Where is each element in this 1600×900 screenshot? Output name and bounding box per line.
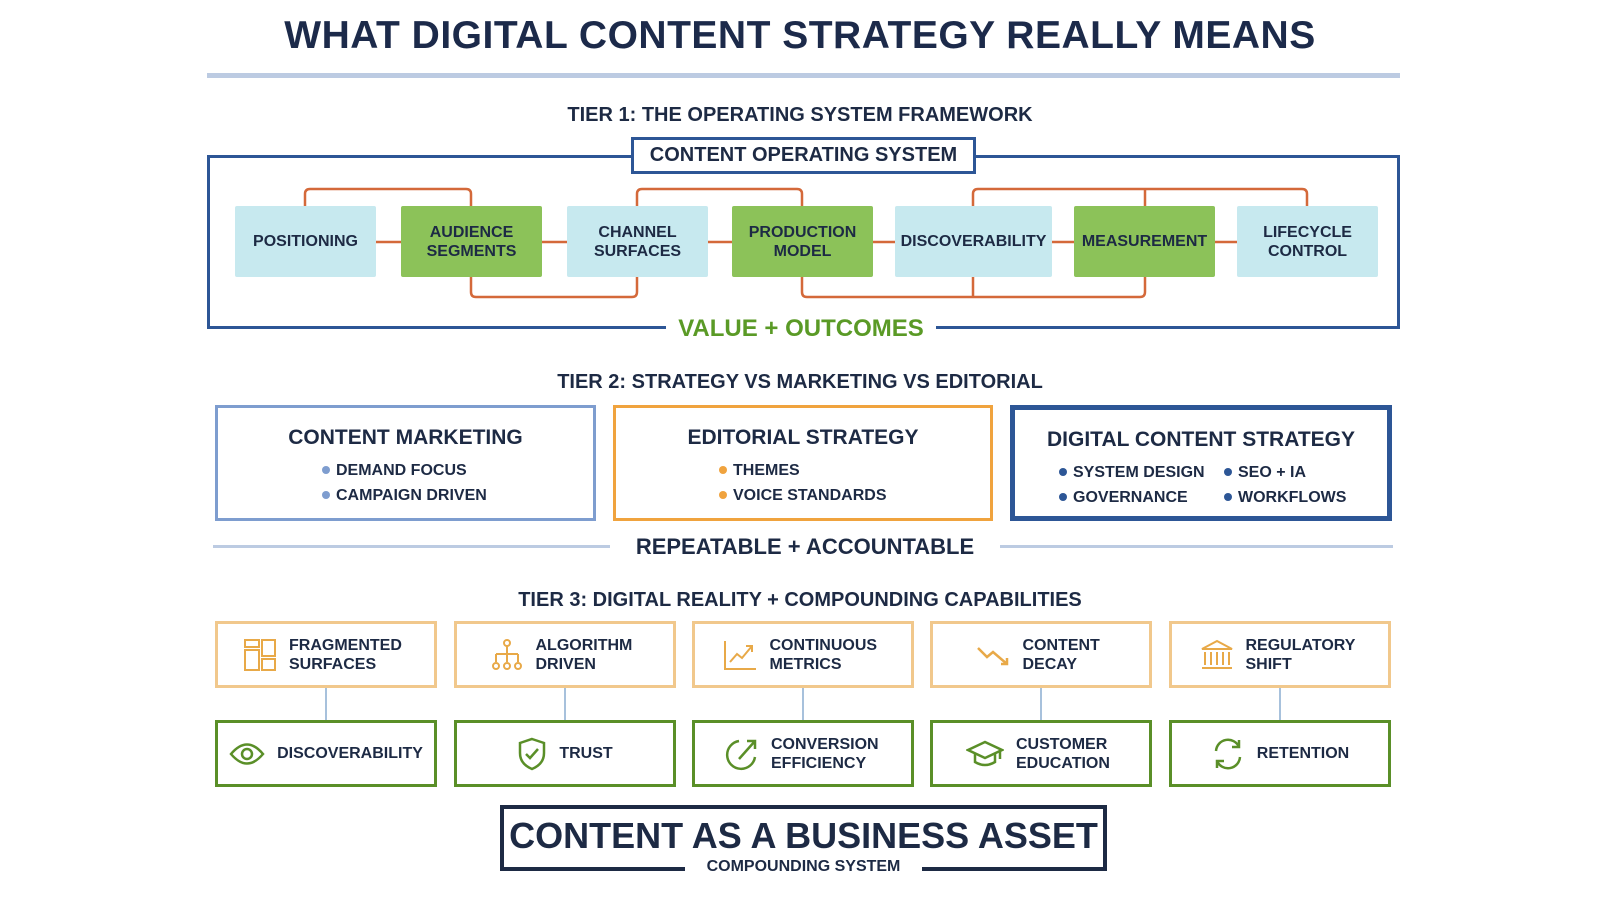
reality-fragmented-surfaces: FRAGMENTED SURFACES [215, 621, 437, 688]
content-marketing-box: CONTENT MARKETING DEMAND FOCUS CAMPAIGN … [215, 405, 596, 521]
repeatable-accountable-label: REPEATABLE + ACCOUNTABLE [610, 533, 1000, 561]
connector [1279, 688, 1281, 720]
bullet: VOICE STANDARDS [719, 483, 990, 508]
connector [303, 187, 473, 206]
node-measurement: MEASUREMENT [1074, 206, 1215, 277]
reality-content-decay: CONTENT DECAY [930, 621, 1152, 688]
capability-trust: TRUST [454, 720, 676, 787]
bullet: THEMES [719, 458, 990, 483]
node-lifecycle-control: LIFECYCLE CONTROL [1237, 206, 1378, 277]
compounding-system-subtitle: COMPOUNDING SYSTEM [685, 857, 922, 877]
node-discoverability: DISCOVERABILITY [895, 206, 1052, 277]
node-channel-surfaces: CHANNEL SURFACES [567, 206, 708, 277]
tier2-heading: TIER 2: STRATEGY VS MARKETING VS EDITORI… [557, 371, 1043, 393]
page-title: WHAT DIGITAL CONTENT STRATEGY REALLY MEA… [284, 14, 1316, 57]
reality-algorithm-driven: ALGORITHM DRIVEN [454, 621, 676, 688]
tier3-heading: TIER 3: DIGITAL REALITY + COMPOUNDING CA… [518, 589, 1082, 611]
content-operating-system-label: CONTENT OPERATING SYSTEM [631, 137, 976, 174]
bullet: WORKFLOWS [1224, 485, 1364, 510]
eye-icon [229, 742, 265, 765]
connector [564, 688, 566, 720]
capability-retention: RETENTION [1169, 720, 1391, 787]
bank-icon [1201, 639, 1232, 669]
reality-continuous-metrics: CONTINUOUS METRICS [692, 621, 914, 688]
graduation-cap-icon [966, 740, 1004, 766]
bullet: CAMPAIGN DRIVEN [322, 483, 593, 508]
connector [325, 688, 327, 720]
connector [800, 277, 1147, 299]
connector [469, 277, 639, 299]
bullet: GOVERNANCE [1059, 485, 1224, 510]
digital-content-strategy-box: DIGITAL CONTENT STRATEGY SYSTEM DESIGN S… [1010, 405, 1392, 521]
editorial-strategy-box: EDITORIAL STRATEGY THEMES VOICE STANDARD… [613, 405, 993, 521]
connector [1040, 688, 1042, 720]
reality-regulatory-shift: REGULATORY SHIFT [1169, 621, 1391, 688]
bullet: SEO + IA [1224, 460, 1364, 485]
capability-conversion-efficiency: CONVERSION EFFICIENCY [692, 720, 914, 787]
bullet: DEMAND FOCUS [322, 458, 593, 483]
shield-check-icon [519, 737, 546, 770]
node-positioning: POSITIONING [235, 206, 376, 277]
capability-discoverability: DISCOVERABILITY [215, 720, 437, 787]
connector [971, 187, 1309, 206]
trend-down-icon [976, 646, 1008, 665]
value-outcomes-label: VALUE + OUTCOMES [666, 314, 936, 344]
connector [802, 688, 804, 720]
box-title: EDITORIAL STRATEGY [687, 426, 919, 449]
trend-up-icon [723, 640, 756, 670]
title-underline [207, 73, 1400, 78]
layout-grid-icon [244, 638, 276, 671]
refresh-icon [1214, 738, 1242, 769]
connector [635, 187, 804, 206]
hierarchy-icon [491, 638, 522, 670]
bullet: SYSTEM DESIGN [1059, 460, 1224, 485]
tier1-heading: TIER 1: THE OPERATING SYSTEM FRAMEWORK [567, 104, 1033, 126]
box-title: DIGITAL CONTENT STRATEGY [1047, 428, 1355, 451]
node-production-model: PRODUCTION MODEL [732, 206, 873, 277]
capability-customer-education: CUSTOMER EDUCATION [930, 720, 1152, 787]
box-title: CONTENT MARKETING [288, 426, 523, 449]
node-audience-segments: AUDIENCE SEGMENTS [401, 206, 542, 277]
conversion-arrow-icon [725, 739, 757, 770]
